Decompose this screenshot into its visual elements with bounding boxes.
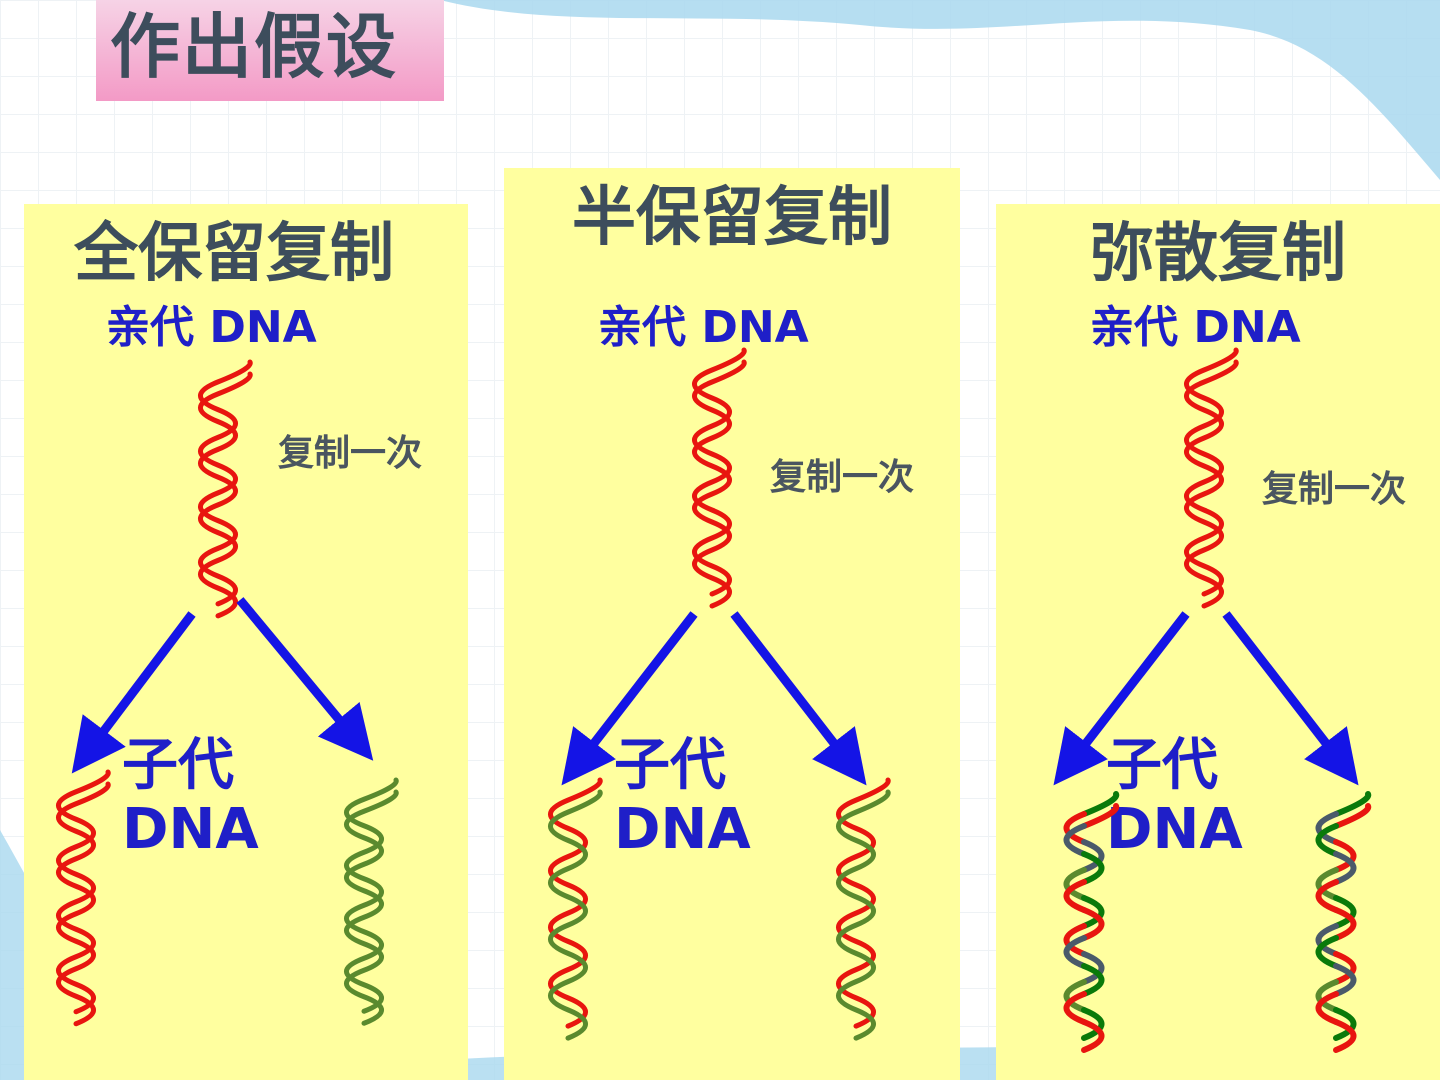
panel-title-conservative: 全保留复制	[74, 217, 394, 291]
child-helix-dispersive-right-strand-a-segment	[1333, 895, 1357, 929]
child-helix-conservative-new-strand-b	[344, 789, 399, 1026]
child-helix-dispersive-left-strand-a-segment	[1081, 791, 1120, 817]
child-helix-dispersive-left-strand-a-segment	[1081, 895, 1105, 929]
child-helix-dispersive-left-strand-a-segment	[1063, 867, 1087, 901]
child-dna-label-semiconservative: 子代 DNA	[614, 734, 751, 862]
parent-helix-conservative	[198, 359, 253, 619]
child-helix-dispersive-left-strand-a-segment	[1081, 839, 1105, 873]
parent-helix-semiconservative	[692, 347, 747, 609]
slide-title-box: 作出假设	[96, 0, 444, 101]
child-helix-dispersive-left-strand-a-segment	[1063, 923, 1087, 957]
arrow-left-semiconservative	[561, 611, 698, 786]
child-helix-dispersive-left-strand-b-segment	[1081, 907, 1105, 941]
child-helix-dispersive-right-strand-a-segment	[1315, 867, 1339, 901]
child-label-line1: 子代	[122, 733, 234, 798]
child-helix-dispersive-left-strand-b-segment	[1063, 991, 1087, 1025]
child-helix-semiconservative-left	[548, 777, 603, 1041]
child-helix-dispersive-right-strand-b-segment	[1315, 823, 1339, 857]
slide-title: 作出假设	[110, 6, 398, 88]
parent-helix-dispersive-strand-b	[1184, 359, 1239, 609]
child-helix-dispersive-left-strand-b-segment	[1081, 851, 1105, 885]
child-helix-conservative-new	[344, 777, 399, 1026]
child-helix-dispersive-left-strand-a-segment	[1063, 979, 1087, 1013]
arrow-right-semiconservative	[730, 611, 867, 786]
arrow-left-conservative	[71, 611, 196, 774]
parent-helix-conservative-strand-b	[198, 371, 253, 619]
child-label-line1: 子代	[614, 733, 726, 798]
child-helix-dispersive-right-strand-a-segment	[1333, 839, 1357, 873]
child-helix-dispersive-right-strand-a-segment	[1315, 979, 1339, 1013]
child-helix-conservative-new-strand-a	[344, 777, 399, 1014]
arrow-right-dispersive	[1222, 611, 1359, 786]
panel-semiconservative	[504, 168, 960, 1080]
child-helix-dispersive-left	[1063, 791, 1120, 1053]
parent-helix-semiconservative-strand-a	[692, 347, 747, 597]
child-helix-semiconservative-right-strand-a	[836, 777, 891, 1029]
child-helix-dispersive-left-strand-b-segment	[1063, 823, 1087, 857]
replicate-label-dispersive: 复制一次	[1262, 469, 1407, 510]
child-helix-semiconservative-right-strand-b	[836, 789, 891, 1041]
child-helix-dispersive-right-strand-b-segment	[1333, 907, 1357, 941]
child-helix-dispersive-right-strand-b-segment	[1333, 1019, 1357, 1053]
child-helix-dispersive-right-strand-a-segment	[1315, 811, 1339, 845]
child-helix-dispersive-right-strand-b-segment	[1333, 803, 1372, 829]
parent-helix-conservative-strand-a	[198, 359, 253, 607]
child-helix-dispersive-right-strand-a-segment	[1333, 791, 1372, 817]
replicate-label-semiconservative: 复制一次	[770, 457, 915, 498]
child-label-line2: DNA	[122, 797, 259, 862]
child-label-line2: DNA	[614, 797, 751, 862]
child-helix-dispersive-right-strand-b-segment	[1315, 991, 1339, 1025]
parent-helix-semiconservative-strand-b	[692, 359, 747, 609]
child-helix-dispersive-right-strand-b-segment	[1315, 879, 1339, 913]
child-helix-dispersive-right	[1315, 791, 1372, 1053]
child-helix-dispersive-left-strand-b-segment	[1081, 1019, 1105, 1053]
child-helix-dispersive-left-strand-b-segment	[1063, 935, 1087, 969]
panel-title-semiconservative: 半保留复制	[572, 181, 892, 255]
child-helix-dispersive-right-strand-a-segment	[1333, 1007, 1357, 1041]
child-helix-dispersive-right-strand-b-segment	[1333, 963, 1357, 997]
parent-dna-label-semiconservative: 亲代 DNA	[598, 302, 809, 353]
child-helix-dispersive-left-strand-b-segment	[1081, 963, 1105, 997]
parent-dna-label-conservative: 亲代 DNA	[106, 302, 317, 353]
parent-dna-label-dispersive: 亲代 DNA	[1090, 302, 1301, 353]
child-dna-label-conservative: 子代 DNA	[122, 734, 259, 862]
child-helix-dispersive-right-strand-a-segment	[1315, 923, 1339, 957]
child-dna-label-dispersive: 子代 DNA	[1106, 734, 1243, 862]
parent-helix-dispersive	[1184, 347, 1239, 609]
child-helix-dispersive-right-strand-b-segment	[1333, 851, 1357, 885]
child-helix-dispersive-left-strand-a-segment	[1063, 811, 1087, 845]
child-helix-dispersive-right-strand-a-segment	[1333, 951, 1357, 985]
panel-title-dispersive: 弥散复制	[1090, 217, 1346, 291]
child-helix-conservative-old-strand-b	[56, 781, 111, 1027]
panel-conservative	[24, 204, 468, 1080]
child-helix-semiconservative-left-strand-b	[548, 789, 603, 1041]
child-helix-dispersive-left-strand-a-segment	[1081, 1007, 1105, 1041]
child-helix-dispersive-left-strand-b-segment	[1063, 879, 1087, 913]
arrow-left-dispersive	[1053, 611, 1190, 786]
child-helix-conservative-old-strand-a	[56, 769, 111, 1015]
child-helix-semiconservative-right	[836, 777, 891, 1041]
parent-helix-dispersive-strand-a	[1184, 347, 1239, 597]
child-helix-dispersive-left-strand-b-segment	[1081, 803, 1120, 829]
child-helix-conservative-old	[56, 769, 111, 1027]
arrow-right-conservative	[236, 597, 374, 761]
child-label-line2: DNA	[1106, 797, 1243, 862]
child-helix-semiconservative-left-strand-a	[548, 777, 603, 1029]
child-helix-dispersive-left-strand-a-segment	[1081, 951, 1105, 985]
child-helix-dispersive-right-strand-b-segment	[1315, 935, 1339, 969]
replicate-label-conservative: 复制一次	[278, 433, 423, 474]
child-label-line1: 子代	[1106, 733, 1218, 798]
